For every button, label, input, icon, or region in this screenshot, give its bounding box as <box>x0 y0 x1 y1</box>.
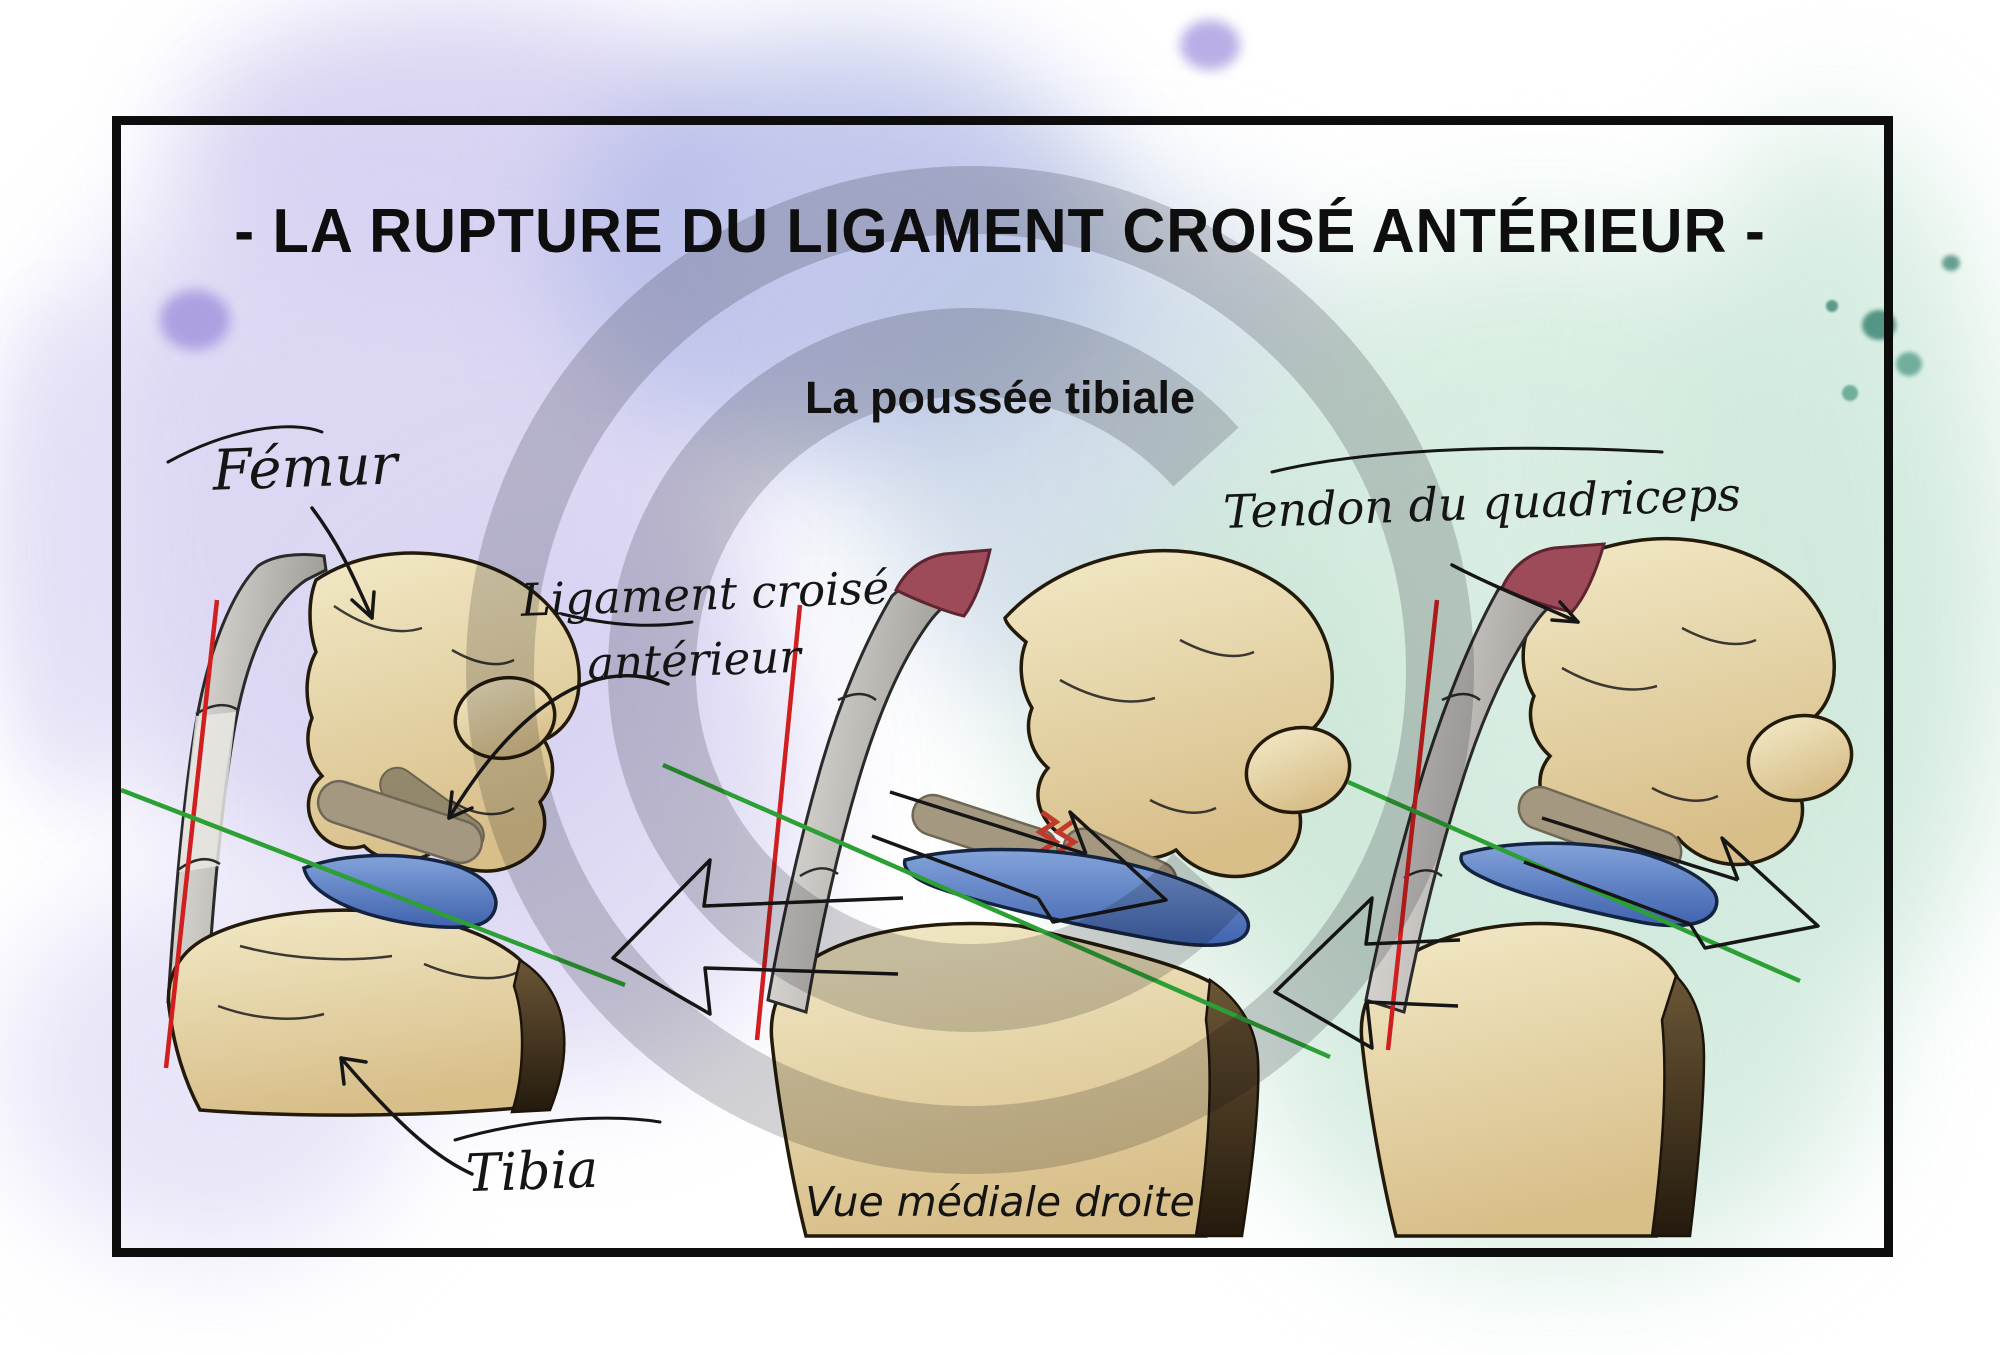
watercolor-dot <box>160 290 230 350</box>
watercolor-dot <box>1826 300 1838 312</box>
watercolor-dot <box>1180 20 1240 70</box>
poster-subtitle: La poussée tibiale <box>804 372 1196 423</box>
watercolor-dot <box>1842 385 1858 401</box>
watercolor-dot <box>1942 255 1960 271</box>
poster-title: - LA RUPTURE DU LIGAMENT CROISÉ ANTÉRIEU… <box>234 197 1766 266</box>
watercolor-dot <box>1896 352 1922 376</box>
view-caption: Vue médiale droite <box>805 1178 1195 1226</box>
poster-frame-border <box>112 116 1893 1257</box>
